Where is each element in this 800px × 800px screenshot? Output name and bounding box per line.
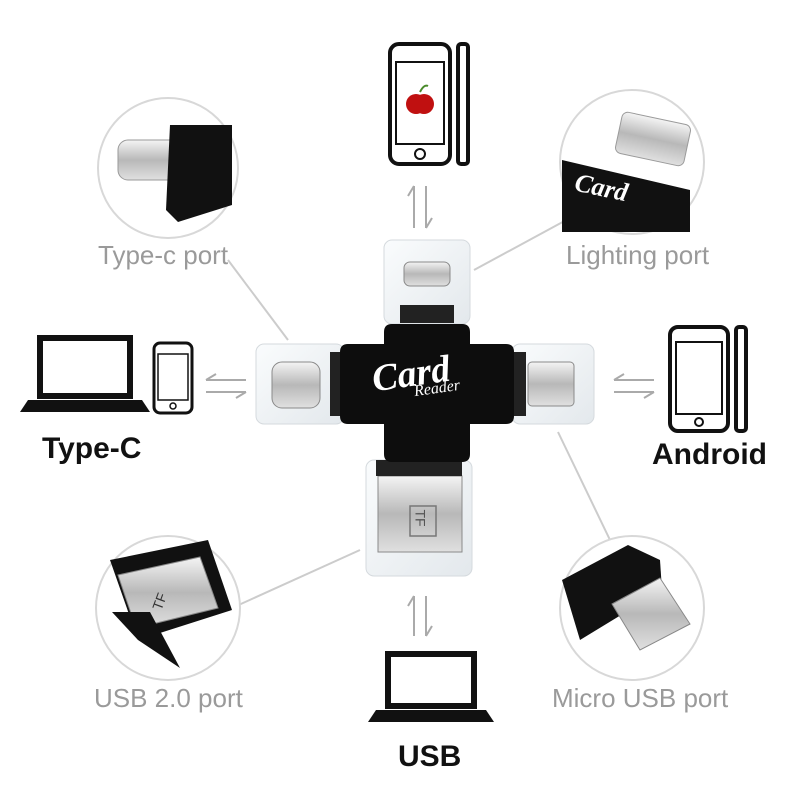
lighting-port-circle: Card	[559, 89, 705, 235]
laptop-and-phone-icon	[20, 335, 194, 415]
reader-body-corner	[166, 125, 232, 222]
line-micro-usb	[557, 431, 611, 541]
left-arrows-icon	[205, 373, 247, 399]
iphone-with-apple-icon	[388, 42, 470, 166]
usb-device-label: USB	[398, 740, 462, 773]
micro-usb-plug-icon	[611, 577, 691, 651]
type-c-port-circle	[97, 97, 239, 239]
line-usb2	[231, 549, 361, 609]
type-c-device-label: Type-C	[42, 432, 142, 465]
line-lighting	[473, 217, 571, 271]
reader-body	[340, 324, 514, 462]
card-reader-product	[255, 239, 595, 577]
usb2-port-label: USB 2.0 port	[94, 683, 243, 713]
line-type-c	[227, 259, 289, 341]
laptop-icon	[368, 651, 494, 722]
micro-usb-port-circle	[559, 535, 705, 681]
bottom-arrows-icon	[407, 595, 433, 637]
lighting-port-label: Lighting port	[566, 240, 710, 270]
android-phone-icon	[668, 325, 748, 433]
tf-slot-text: TF	[149, 591, 170, 613]
micro-usb-port-label: Micro USB port	[552, 683, 729, 713]
lightning-plug-icon	[615, 111, 691, 167]
android-device-label: Android	[652, 438, 767, 471]
usb2-port-circle: TF	[95, 535, 241, 681]
right-arrows-icon	[613, 373, 655, 399]
top-arrows-icon	[407, 185, 433, 229]
type-c-port-label: Type-c port	[98, 240, 229, 270]
tf-label: TF	[412, 509, 429, 527]
connector-lines	[227, 217, 611, 609]
